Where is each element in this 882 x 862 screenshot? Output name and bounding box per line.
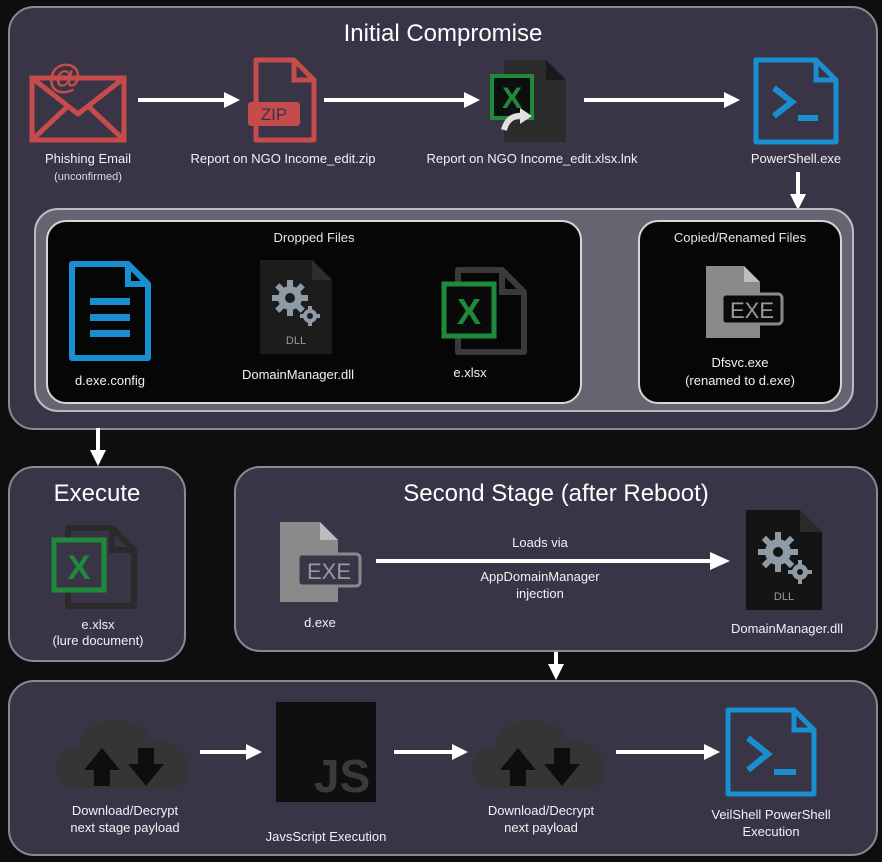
cloud-download-icon-2 (471, 719, 605, 788)
second-stage-title: Second Stage (after Reboot) (403, 480, 709, 507)
veilshell-line1: VeilShell PowerShell (711, 807, 831, 822)
execute-title: Execute (53, 480, 141, 507)
zip-file-icon: ZIP (248, 57, 317, 143)
arrow-down-to-bottom (548, 652, 564, 680)
lure-excel-icon: X (51, 525, 137, 609)
download2-line1: Download/Decrypt (487, 803, 595, 818)
dll-label: DomainManager.dll (241, 367, 354, 382)
arrow-powershell-down (790, 172, 806, 210)
arrow-zip-to-lnk (324, 92, 480, 108)
js-label: JavsScript Execution (265, 829, 387, 844)
phishing-email-sublabel: (unconfirmed) (54, 171, 122, 183)
download1-line2: next stage payload (70, 820, 180, 835)
arrow-lnk-to-powershell (584, 92, 740, 108)
veilshell-line2: Execution (742, 824, 800, 839)
d-exe-icon: EXE (280, 522, 362, 602)
arrow-js-to-download2 (394, 744, 468, 760)
svg-text:X: X (68, 549, 91, 587)
dll-badge: DLL (286, 335, 306, 347)
download2-line2: next payload (504, 820, 578, 835)
dfsvc-label: Dfsvc.exe (711, 355, 769, 370)
config-label: d.exe.config (74, 373, 146, 388)
svg-text:X: X (457, 291, 481, 332)
download1-line1: Download/Decrypt (71, 803, 179, 818)
exe-file-icon: EXE (706, 266, 784, 338)
arrow-download2-to-veilshell (616, 744, 720, 760)
lnk-label: Report on NGO Income_edit.xlsx.lnk (426, 151, 638, 166)
svg-text:@: @ (48, 58, 81, 96)
phishing-email-label: Phishing Email (45, 151, 131, 166)
javascript-icon: JS (276, 702, 376, 802)
js-badge: JS (314, 750, 370, 802)
d-exe-badge: EXE (307, 559, 351, 584)
initial-compromise-title: Initial Compromise (343, 20, 543, 47)
second-stage-dll-icon: DLL (746, 510, 822, 610)
dropped-xlsx-label: e.xlsx (453, 365, 487, 380)
config-file-icon (69, 261, 151, 361)
powershell-icon (753, 57, 839, 145)
excel-file-icon: X (441, 267, 527, 355)
arrow-email-to-zip (138, 92, 240, 108)
appdomainmanager-label: AppDomainManager (480, 569, 600, 584)
powershell-label: PowerShell.exe (750, 151, 842, 166)
lure-label: e.xlsx (81, 617, 115, 632)
dfsvc-sublabel: (renamed to d.exe) (685, 373, 795, 388)
arrow-download1-to-js (200, 744, 262, 760)
dropped-files-header: Dropped Files (273, 230, 355, 245)
d-exe-label: d.exe (304, 615, 336, 630)
arrow-loads-via (376, 552, 730, 570)
svg-text:X: X (502, 82, 522, 115)
second-stage-dll-badge: DLL (774, 591, 794, 603)
exe-badge: EXE (730, 298, 774, 323)
second-stage-dll-label: DomainManager.dll (730, 621, 843, 636)
zip-badge: ZIP (261, 105, 287, 124)
arrow-down-to-execute (90, 428, 106, 466)
dll-file-icon: DLL (260, 260, 332, 354)
veilshell-powershell-icon (725, 707, 817, 797)
injection-label: injection (516, 586, 564, 601)
cloud-download-icon (55, 719, 189, 788)
loads-via-label: Loads via (512, 535, 568, 550)
zip-label: Report on NGO Income_edit.zip (190, 151, 376, 166)
email-icon: @ (29, 58, 127, 143)
excel-shortcut-icon: X (490, 60, 566, 142)
lure-sublabel: (lure document) (52, 633, 144, 648)
copied-files-header: Copied/Renamed Files (673, 230, 807, 245)
